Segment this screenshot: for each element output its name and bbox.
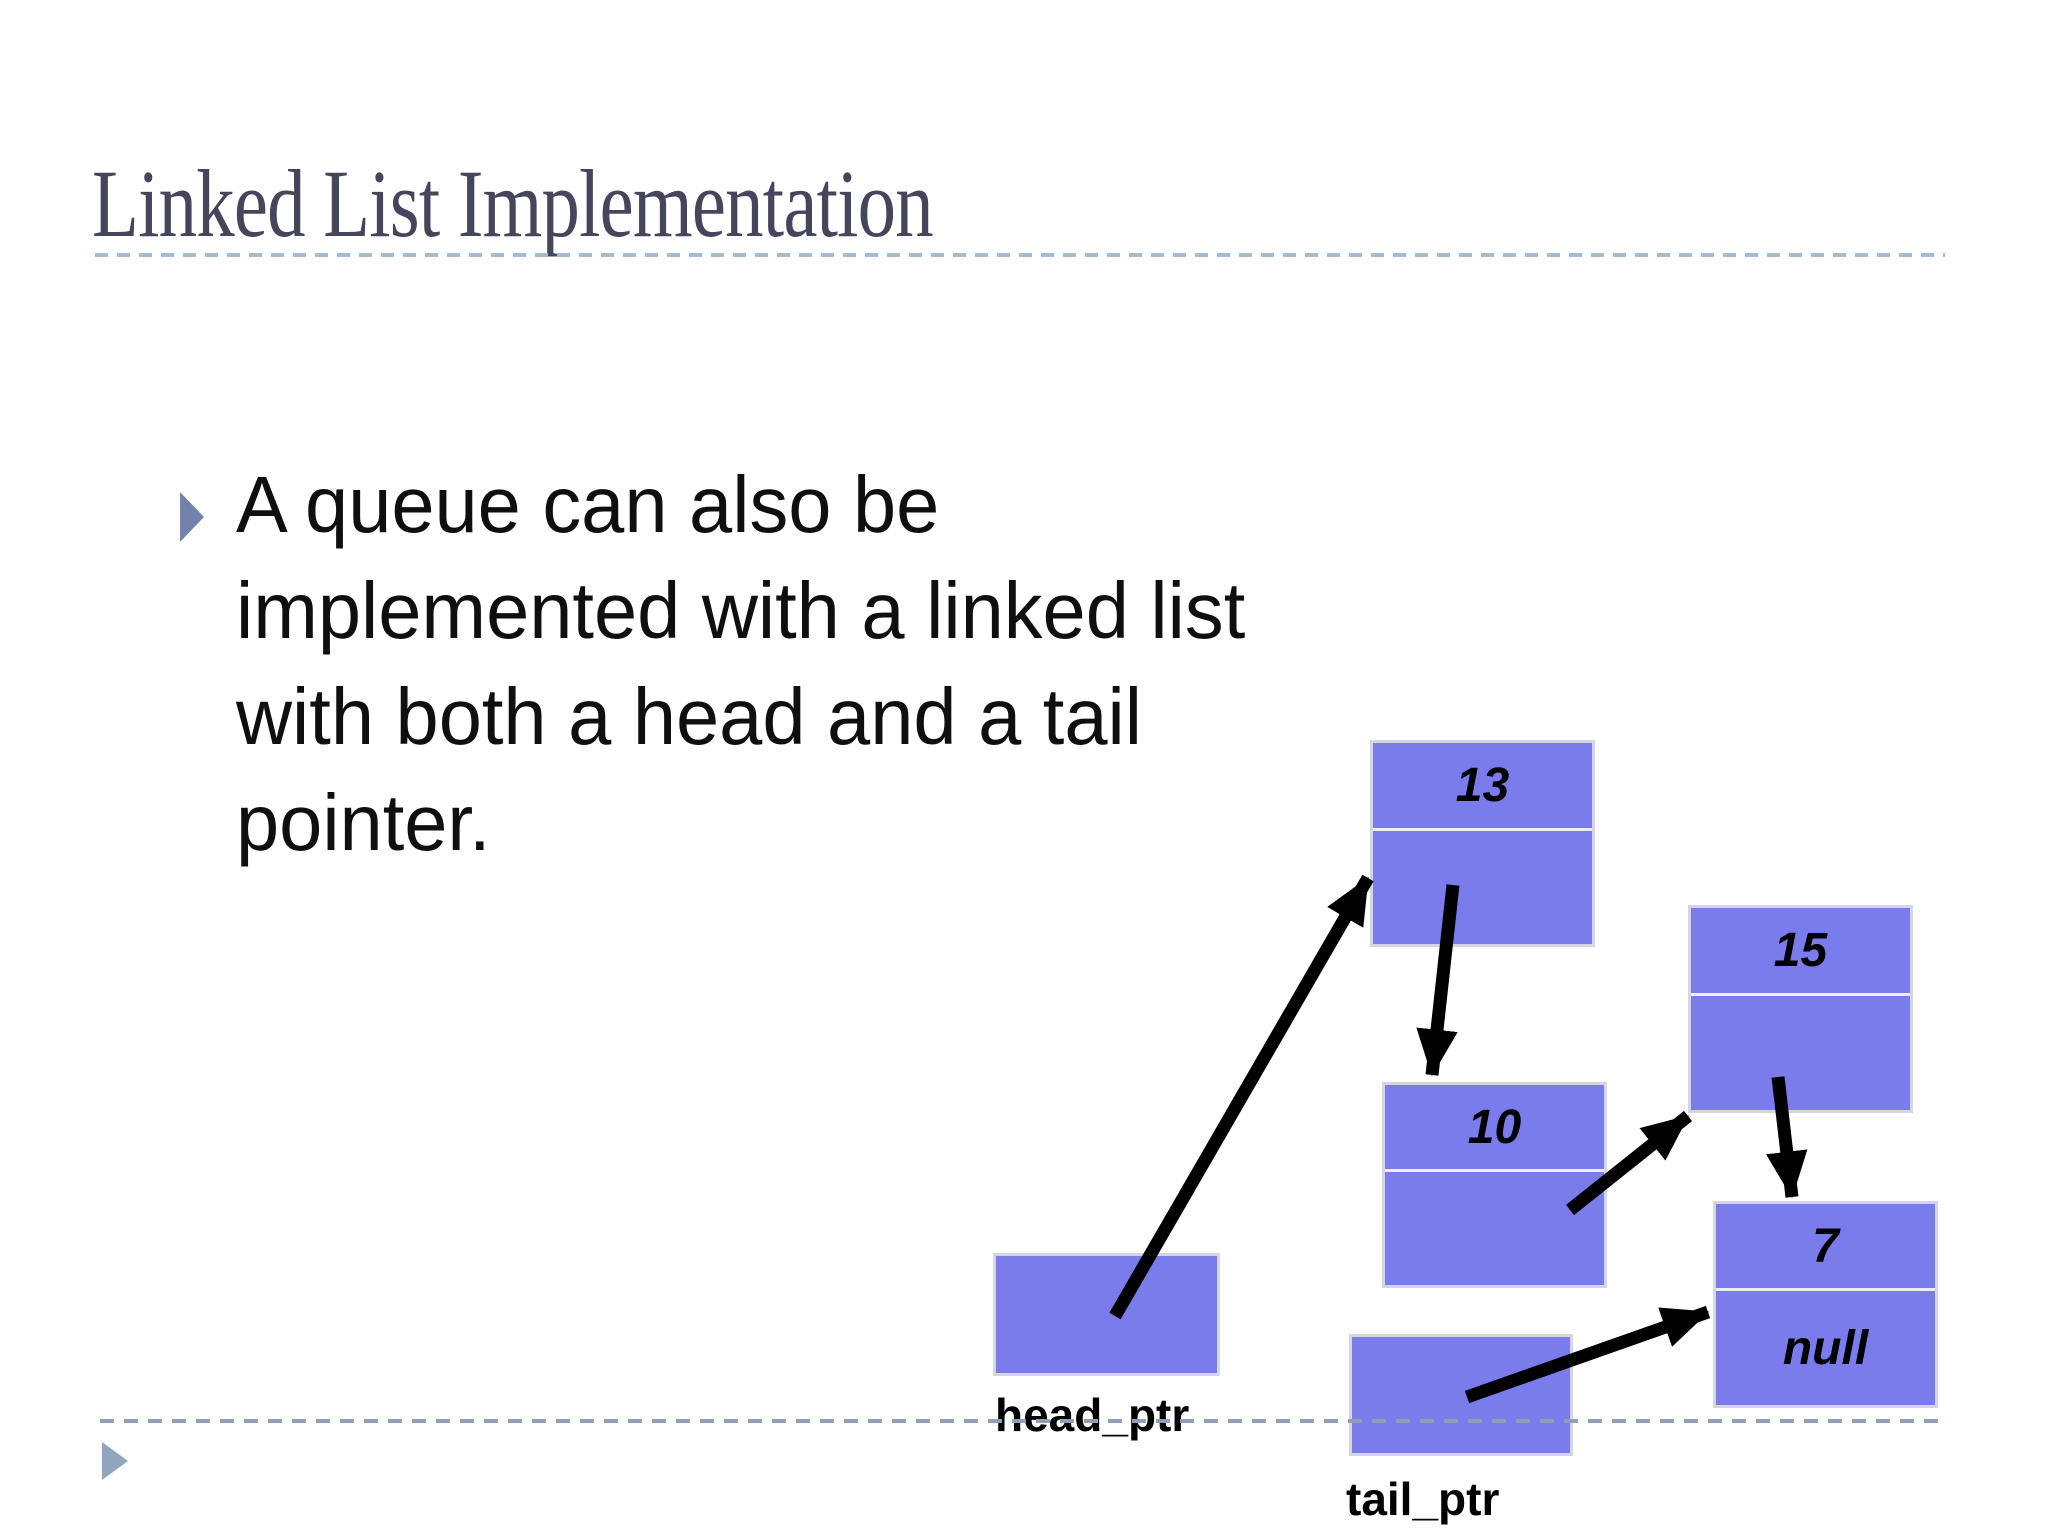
node-13-next-cell <box>1373 828 1592 944</box>
node-box-7: 7 null <box>1713 1201 1938 1408</box>
node-10-next-cell <box>1385 1169 1604 1285</box>
slide-title: Linked List Implementation <box>92 150 934 257</box>
bullet-line: pointer. <box>236 778 491 867</box>
bullet-triangle-icon <box>180 492 204 542</box>
node-box-13: 13 <box>1370 740 1595 947</box>
node-7-next-null: null <box>1716 1288 1935 1405</box>
tail-pointer-box <box>1349 1334 1573 1456</box>
footer-divider-dashed-line <box>100 1419 1945 1423</box>
footer-triangle-icon <box>102 1442 128 1480</box>
tail-pointer-label: tail_ptr <box>1346 1473 1500 1525</box>
arrow-headptr-to-13 <box>1109 874 1374 1320</box>
node-7-value: 7 <box>1812 1219 1839 1273</box>
head-pointer-box <box>993 1253 1220 1376</box>
node-15-value: 15 <box>1773 924 1828 977</box>
node-13-value: 13 <box>1455 759 1510 812</box>
node-10-value: 10 <box>1467 1100 1522 1154</box>
bullet-line: with both a head and a tail <box>236 672 1143 761</box>
bullet-paragraph: A queue can also be implemented with a l… <box>236 452 1245 876</box>
bullet-line: A queue can also be <box>236 460 940 549</box>
node-box-10: 10 <box>1382 1082 1607 1288</box>
head-pointer-label: head_ptr <box>995 1389 1190 1441</box>
node-box-15: 15 <box>1688 905 1913 1113</box>
node-15-next-cell <box>1691 993 1910 1110</box>
title-divider-dashed-line <box>95 253 1945 257</box>
bullet-line: implemented with a linked list <box>236 566 1246 655</box>
